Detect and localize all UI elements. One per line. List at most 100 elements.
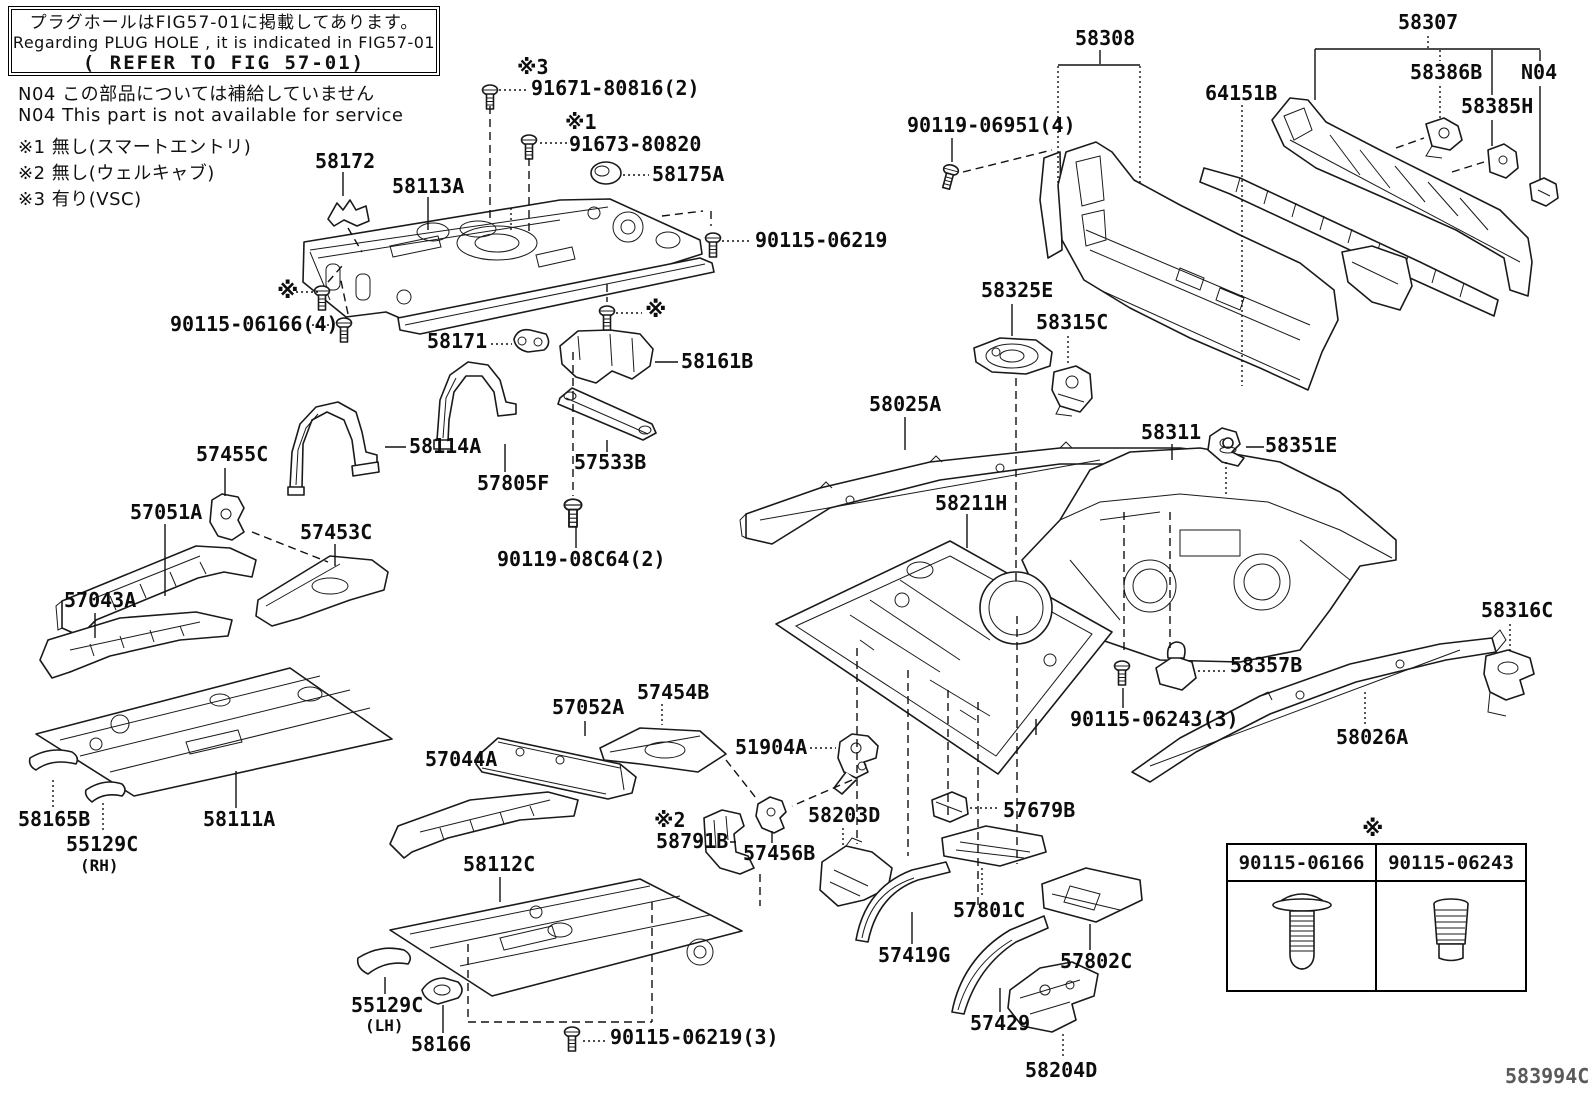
member-57044a (389, 791, 579, 859)
plug-hole-note-box: プラグホールはFIG57-01に掲載してあります。 Regarding PLUG… (8, 6, 440, 76)
front-panel-58113a (302, 198, 715, 335)
label--2: ※2 (654, 808, 686, 832)
label-57679b: 57679B (1003, 798, 1076, 822)
label-57052a: 57052A (552, 695, 625, 719)
crossmember-57052a (475, 737, 637, 800)
panel-58204d (1007, 961, 1099, 1033)
label-57454b: 57454B (637, 680, 710, 704)
clip-58166 (421, 977, 463, 1005)
fastener-bolt-06166 (1228, 882, 1377, 990)
label--rh-: (RH) (80, 856, 119, 875)
clip-n04 (1529, 177, 1559, 207)
bracket-58791b (703, 809, 755, 875)
pad-55129c-lh (356, 947, 412, 975)
label-58211h: 58211H (935, 491, 1008, 515)
bracket-58316c (1483, 649, 1535, 717)
clip-57455c (209, 493, 245, 541)
label-57802c: 57802C (1060, 949, 1133, 973)
label-58325e: 58325E (981, 278, 1054, 302)
label-57805f: 57805F (477, 471, 550, 495)
service-hole-cover-58325e (973, 337, 1053, 375)
label-58165b: 58165B (18, 807, 91, 831)
label-58166: 58166 (411, 1032, 472, 1056)
rail-57419g (855, 861, 951, 943)
lower-back-panel-64151 (1039, 141, 1413, 391)
label-57419g: 57419G (878, 943, 951, 967)
bracket-58385h (1487, 143, 1519, 179)
label-58315c: 58315C (1036, 310, 1109, 334)
bolt-90119-06951 (938, 162, 961, 192)
label-64151b: 64151B (1205, 81, 1278, 105)
label-583994c: 583994C (1505, 1064, 1590, 1088)
plate-57679b (931, 791, 969, 823)
fastener-col-06166: 90115-06166 (1228, 845, 1377, 882)
label-90119-06951-4-: 90119-06951(4) (907, 113, 1076, 137)
bolt-91671-80816 (481, 84, 499, 110)
label-58386b: 58386B (1410, 60, 1483, 84)
bolt-90115-06166 (335, 317, 353, 343)
label-58025a: 58025A (869, 392, 942, 416)
strip-57533b (557, 387, 657, 441)
bolt-90115-06219 (704, 232, 722, 258)
label-n04: N04 (1521, 60, 1558, 84)
label--: ※ (1362, 817, 1384, 842)
center-floor-pan-58211h (775, 540, 1113, 775)
label-58307: 58307 (1398, 10, 1459, 34)
label-57051a: 57051A (130, 500, 203, 524)
label-58311: 58311 (1141, 420, 1202, 444)
label-51904a: 51904A (735, 735, 808, 759)
note-line-refer: ( REFER TO FIG 57-01) (82, 52, 366, 74)
label-58171: 58171 (427, 329, 488, 353)
note-line-en: Regarding PLUG HOLE , it is indicated in… (12, 33, 436, 52)
label-57455c: 57455C (196, 442, 269, 466)
stud-bolt-icon (1433, 898, 1469, 962)
label-57429: 57429 (970, 1011, 1031, 1035)
member-57043a (39, 611, 233, 679)
label--3: ※3 (517, 55, 549, 79)
label-58114a: 58114A (409, 434, 482, 458)
label-57044a: 57044A (425, 747, 498, 771)
bracket-58161b (559, 329, 654, 384)
bracket-58386b (1425, 117, 1463, 159)
hook-51904a (833, 733, 879, 795)
reinforce-57453c (255, 555, 389, 627)
label-57533b: 57533B (574, 450, 647, 474)
clip-58171 (513, 328, 550, 353)
grommet-58351e-clip (1219, 437, 1237, 454)
label-55129c: 55129C (66, 832, 139, 856)
note-ref2: ※2 無し(ウェルキャブ) (18, 163, 215, 184)
bolt-90115-06219-3 (563, 1026, 581, 1052)
label-58175a: 58175A (652, 162, 725, 186)
bracket-57454b (599, 727, 727, 773)
note-n04-en: N04 This part is not available for servi… (18, 105, 404, 126)
label-91673-80820: 91673-80820 (569, 132, 702, 156)
label-58385h: 58385H (1461, 94, 1534, 118)
note-line-jp: プラグホールはFIG57-01に掲載してあります。 (29, 13, 419, 33)
center-panel-58112c (389, 878, 743, 997)
label-58026a: 58026A (1336, 725, 1409, 749)
washer-bolt-icon (1271, 893, 1332, 970)
label-58112c: 58112C (463, 852, 536, 876)
panel-57802c (1041, 867, 1143, 923)
bracket-58315c (1051, 365, 1093, 417)
label-58204d: 58204D (1025, 1058, 1098, 1082)
label-58161b: 58161B (681, 349, 754, 373)
brace-57805f (433, 361, 517, 450)
label-58111a: 58111A (203, 807, 276, 831)
note-ref1: ※1 無し(スマートエントリ) (18, 137, 252, 158)
clip-57456b (755, 796, 787, 834)
label-91671-80816-2-: 91671-80816(2) (531, 76, 700, 100)
bracket-58172 (327, 199, 370, 227)
upper-back-panel-58307 (1199, 97, 1533, 317)
label-90115-06243-3-: 90115-06243(3) (1070, 707, 1239, 731)
label-90115-06166-4-: 90115-06166(4) (170, 312, 339, 336)
label-90115-06219-3-: 90115-06219(3) (610, 1025, 779, 1049)
label--lh-: (LH) (365, 1016, 404, 1035)
label-57801c: 57801C (953, 898, 1026, 922)
label-58203d: 58203D (808, 803, 881, 827)
label-58351e: 58351E (1265, 433, 1338, 457)
fastener-col-06243: 90115-06243 (1377, 845, 1525, 882)
pad-58165b (28, 749, 79, 771)
